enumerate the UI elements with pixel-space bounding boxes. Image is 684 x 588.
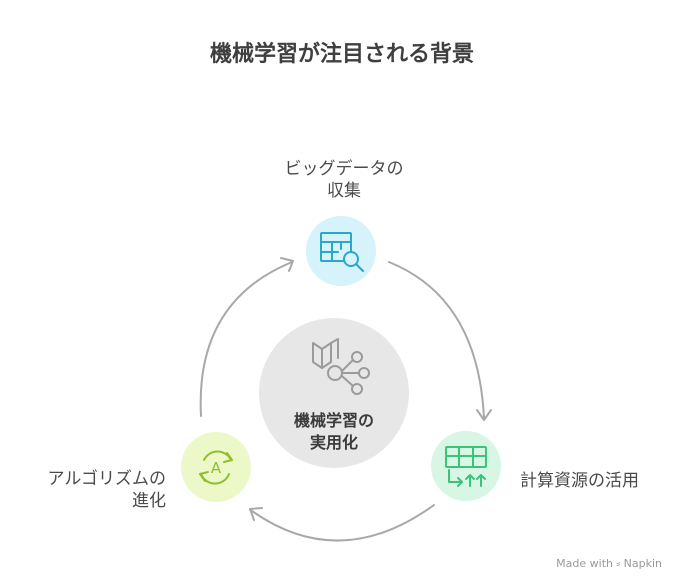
label-algorithm-line1: アルゴリズムの bbox=[47, 469, 167, 489]
arrowhead-top bbox=[280, 257, 294, 272]
node-big-data bbox=[306, 216, 376, 286]
arrow-left-to-top bbox=[199, 261, 293, 417]
made-with-napkin-watermark: Made with ⸗ Napkin bbox=[556, 557, 662, 570]
node-algorithm bbox=[181, 432, 251, 502]
center-label-line2: 実用化 bbox=[309, 433, 358, 452]
algorithm-icon-letter: A bbox=[211, 459, 222, 477]
center-label: 機械学習の 実用化 bbox=[270, 410, 398, 454]
label-compute: 計算資源の活用 bbox=[520, 470, 670, 492]
label-compute-line1: 計算資源の活用 bbox=[520, 471, 639, 491]
arrowhead-right bbox=[476, 409, 492, 421]
label-algorithm-line2: 進化 bbox=[132, 491, 166, 511]
table-search-icon bbox=[320, 232, 364, 272]
book-network-icon bbox=[312, 338, 370, 395]
center-label-line1: 機械学習の bbox=[293, 411, 374, 430]
page-title: 機械学習が注目される背景 bbox=[209, 42, 474, 67]
arrow-top-to-right bbox=[388, 261, 485, 419]
grid-arrows-icon bbox=[445, 446, 487, 487]
label-algorithm: アルゴリズムの 進化 bbox=[0, 468, 167, 512]
center-circle bbox=[259, 318, 409, 468]
arrow-right-to-left bbox=[251, 504, 435, 542]
arrowhead-left bbox=[249, 507, 263, 521]
label-big-data-line2: 収集 bbox=[327, 181, 361, 201]
algorithm-cycle-icon bbox=[199, 450, 233, 485]
label-big-data-line1: ビッグデータの bbox=[284, 159, 404, 179]
label-big-data: ビッグデータの 収集 bbox=[254, 158, 434, 202]
